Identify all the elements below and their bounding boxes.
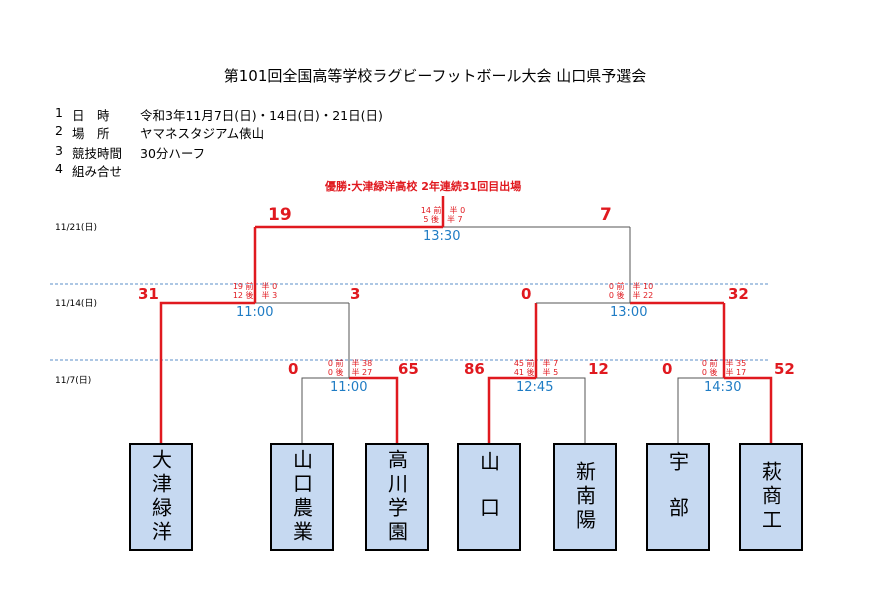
m3-half-scores: 0 前 半 35 0 後 半 17 [701, 359, 747, 377]
team-box-4: 山口 [457, 443, 521, 551]
team-box-1: 大津緑洋 [129, 443, 193, 551]
m2-left-score: 86 [464, 360, 485, 378]
sf2-left-score: 0 [521, 285, 532, 303]
sf1-time: 11:00 [236, 305, 274, 320]
info-label-4: 組み合せ [72, 164, 123, 179]
final-left-score: 19 [268, 205, 292, 225]
team-box-3: 高川学園 [365, 443, 429, 551]
sf1-half-scores: 19 前 半 0 12 後 半 3 [232, 282, 278, 300]
m2-right-score: 12 [588, 360, 609, 378]
team-box-2: 山口農業 [270, 443, 334, 551]
m2-time: 12:45 [516, 380, 554, 395]
final-half-scores: 14 前 半 0 5 後 半 7 [420, 206, 466, 224]
info-label-2: 場 所 [72, 126, 110, 141]
info-value-1: 令和3年11月7日(日)・14日(日)・21日(日) [140, 108, 383, 123]
m3-left-score: 0 [662, 360, 673, 378]
sf1-left-score: 31 [138, 285, 159, 303]
info-num-1: 1 [55, 105, 63, 120]
final-time: 13:30 [423, 229, 461, 244]
team-box-6: 宇部 [646, 443, 710, 551]
champion-text: 優勝:大津緑洋高校 2年連続31回目出場 [325, 180, 522, 193]
info-value-3: 30分ハーフ [140, 146, 206, 161]
info-label-3: 競技時間 [72, 146, 123, 161]
m1-half-scores: 0 前 半 38 0 後 半 27 [327, 359, 373, 377]
info-num-3: 3 [55, 143, 63, 158]
m2-half-scores: 45 前 半 7 41 後 半 5 [513, 359, 559, 377]
date-semi: 11/14(日) [55, 299, 97, 309]
final-right-score: 7 [600, 205, 612, 225]
m1-right-score: 65 [398, 360, 419, 378]
m1-left-score: 0 [288, 360, 299, 378]
info-num-4: 4 [55, 161, 63, 176]
info-num-2: 2 [55, 123, 63, 138]
m3-right-score: 52 [774, 360, 795, 378]
info-value-2: ヤマネスタジアム俵山 [140, 126, 265, 141]
date-final: 11/21(日) [55, 223, 97, 233]
sf2-half-scores: 0 前 半 10 0 後 半 22 [608, 282, 654, 300]
m1-time: 11:00 [330, 380, 368, 395]
m3-time: 14:30 [704, 380, 742, 395]
team-box-5: 新南陽 [553, 443, 617, 551]
info-label-1: 日 時 [72, 108, 110, 123]
page-title: 第101回全国高等学校ラグビーフットボール大会 山口県予選会 [223, 67, 647, 85]
sf2-right-score: 32 [728, 285, 749, 303]
sf2-time: 13:00 [610, 305, 648, 320]
date-first: 11/7(日) [55, 376, 92, 386]
sf1-right-score: 3 [350, 285, 361, 303]
team-box-7: 萩商工 [739, 443, 803, 551]
